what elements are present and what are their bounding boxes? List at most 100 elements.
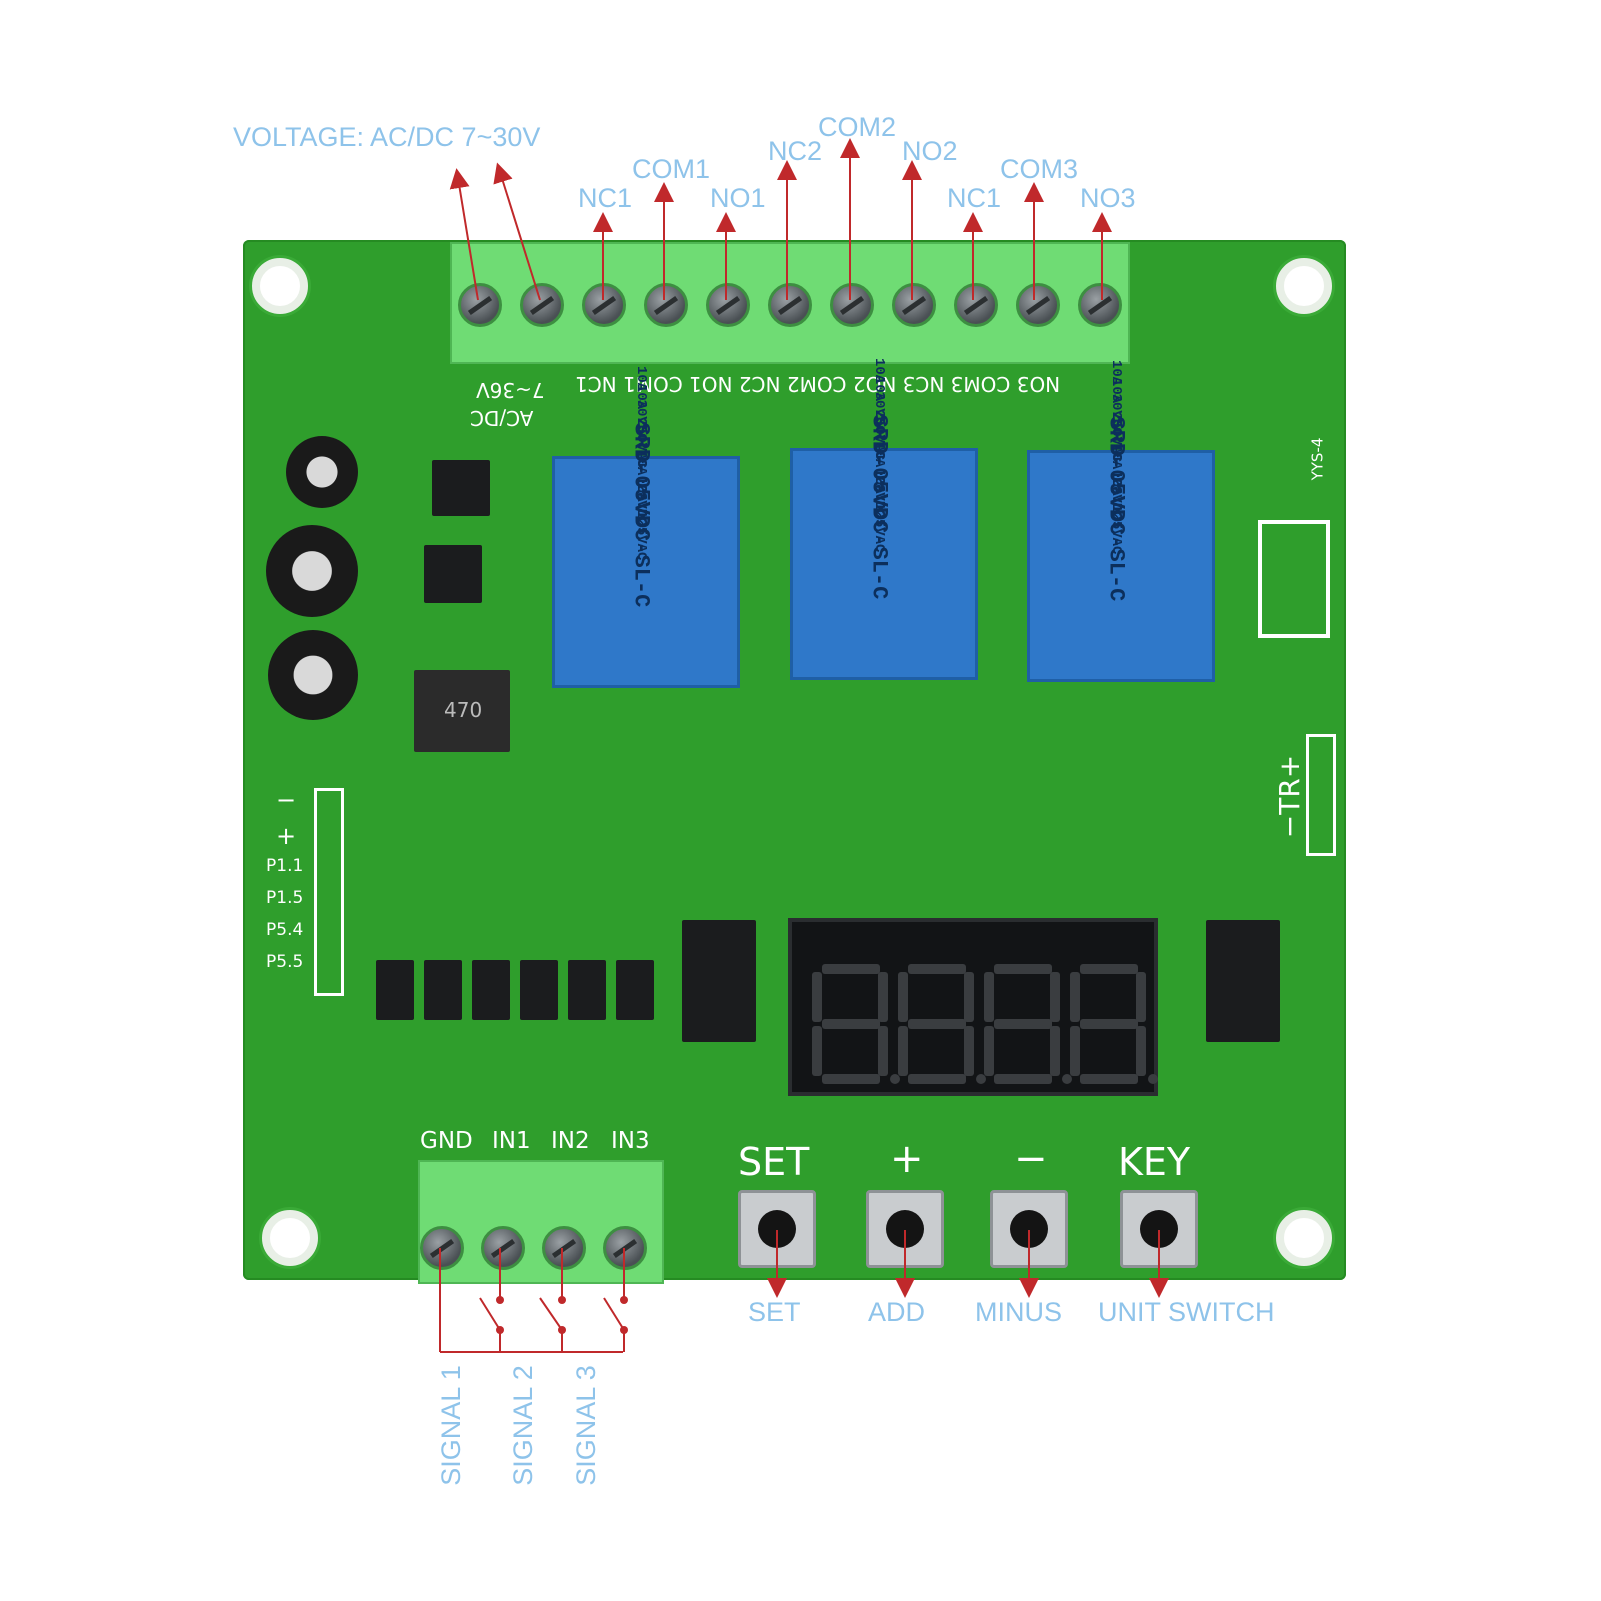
no1-callout: NO1 (710, 183, 766, 213)
signal3-dot (620, 1296, 628, 1304)
optocoupler-3 (472, 960, 510, 1020)
inductor (414, 670, 510, 752)
sensor-connector (1258, 520, 1330, 638)
in2-silkscreen: IN2 (551, 1128, 590, 1154)
signal1-branch (479, 1297, 501, 1352)
com2-callout: COM2 (818, 112, 897, 142)
digit-3-decimal-point (1062, 1074, 1072, 1084)
add-callout: ADD (868, 1297, 926, 1327)
optocoupler-5 (568, 960, 606, 1020)
digit-2-segment-4 (908, 1074, 966, 1084)
display-digit-2 (898, 964, 986, 1084)
digit-2-segment-2 (964, 972, 974, 1022)
nc1-b-callout: NC1 (947, 183, 1002, 213)
digit-3-segment-5 (984, 1026, 994, 1076)
terminal-screw-11 (1078, 283, 1122, 327)
terminal-screw-4 (644, 283, 688, 327)
pcb-board (243, 240, 1346, 1280)
signal2-branch (539, 1297, 563, 1352)
digit-3-segment-4 (994, 1074, 1052, 1084)
pin-plus-label: + (276, 822, 297, 850)
digit-4-decimal-point (1148, 1074, 1158, 1084)
digit-1-segment-7 (822, 1019, 880, 1029)
pin-p55-label: P5.5 (266, 952, 304, 972)
terminal-screw-1 (458, 283, 502, 327)
optocoupler-6 (616, 960, 654, 1020)
digit-1-segment-3 (878, 1026, 888, 1076)
voltage-arrow-1 (449, 168, 479, 301)
signal3-junction (620, 1326, 628, 1334)
capacitor-2 (266, 525, 358, 617)
minus-button[interactable] (990, 1190, 1068, 1268)
digit-2-segment-6 (898, 972, 908, 1022)
terminal-screw-9 (954, 283, 998, 327)
unit-switch-callout: UNIT SWITCH (1098, 1297, 1275, 1327)
digit-4-segment-3 (1136, 1026, 1146, 1076)
digit-1-segment-2 (878, 972, 888, 1022)
key-button-silkscreen: KEY (1118, 1140, 1191, 1184)
digit-2-segment-1 (908, 964, 966, 974)
bridge-rectifier (432, 460, 490, 516)
nc1-callout: NC1 (578, 183, 633, 213)
digit-4-segment-1 (1080, 964, 1138, 974)
optocoupler-2 (424, 960, 462, 1020)
seven-segment-display (788, 918, 1158, 1096)
digit-2-decimal-point (976, 1074, 986, 1084)
capacitor-1 (286, 436, 358, 508)
voltage-callout: VOLTAGE: AC/DC 7~30V (233, 122, 541, 152)
digit-4-segment-7 (1080, 1019, 1138, 1029)
relay-2 (790, 448, 978, 680)
digit-1-segment-1 (822, 964, 880, 974)
digit-3-segment-1 (994, 964, 1052, 974)
plus-button-silkscreen: + (890, 1136, 924, 1182)
uart-header (1306, 734, 1336, 856)
minus-button-silkscreen: − (1014, 1136, 1048, 1182)
pin-p54-label: P5.4 (266, 920, 304, 940)
terminal-screw-6 (768, 283, 812, 327)
digit-3-segment-6 (984, 972, 994, 1022)
terminal-screw-10 (1016, 283, 1060, 327)
display-digit-3 (984, 964, 1072, 1084)
set-button[interactable] (738, 1190, 816, 1268)
digit-2-segment-3 (964, 1026, 974, 1076)
signal1-junction (496, 1326, 504, 1334)
digit-3-segment-7 (994, 1019, 1052, 1029)
gnd-silkscreen: GND (420, 1128, 473, 1154)
set-button-silkscreen: SET (738, 1140, 810, 1184)
set-callout: SET (748, 1297, 801, 1327)
in1-silkscreen: IN1 (492, 1128, 531, 1154)
digit-4-segment-4 (1080, 1074, 1138, 1084)
terminal-screw-5 (706, 283, 750, 327)
terminal-screw-2 (520, 283, 564, 327)
digit-2-segment-7 (908, 1019, 966, 1029)
driver-chip-left (682, 920, 756, 1042)
regulator-chip (424, 545, 482, 603)
pin-p11-label: P1.1 (266, 856, 304, 876)
mounting-hole-bottom-left (262, 1210, 318, 1266)
digit-3-segment-3 (1050, 1026, 1060, 1076)
relay-1 (552, 456, 740, 688)
terminal-screw-7 (830, 283, 874, 327)
digit-1-segment-4 (822, 1074, 880, 1084)
left-header (314, 788, 344, 996)
input-screw-1 (420, 1226, 464, 1270)
digit-4-segment-2 (1136, 972, 1146, 1022)
display-digit-4 (1070, 964, 1158, 1084)
signal2-dot (558, 1296, 566, 1304)
mounting-hole-top-right (1276, 258, 1332, 314)
digit-1-segment-6 (812, 972, 822, 1022)
relay-3 (1027, 450, 1215, 682)
no3-callout: NO3 (1080, 183, 1136, 213)
input-screw-2 (481, 1226, 525, 1270)
display-digit-1 (812, 964, 900, 1084)
driver-chip-right (1206, 920, 1280, 1042)
pin-minus-label: − (276, 786, 297, 814)
com3-callout: COM3 (1000, 154, 1079, 184)
digit-3-segment-2 (1050, 972, 1060, 1022)
signal3-branch (603, 1297, 625, 1352)
digit-1-segment-5 (812, 1026, 822, 1076)
terminal-screw-8 (892, 283, 936, 327)
optocoupler-4 (520, 960, 558, 1020)
signal1-dot (496, 1296, 504, 1304)
